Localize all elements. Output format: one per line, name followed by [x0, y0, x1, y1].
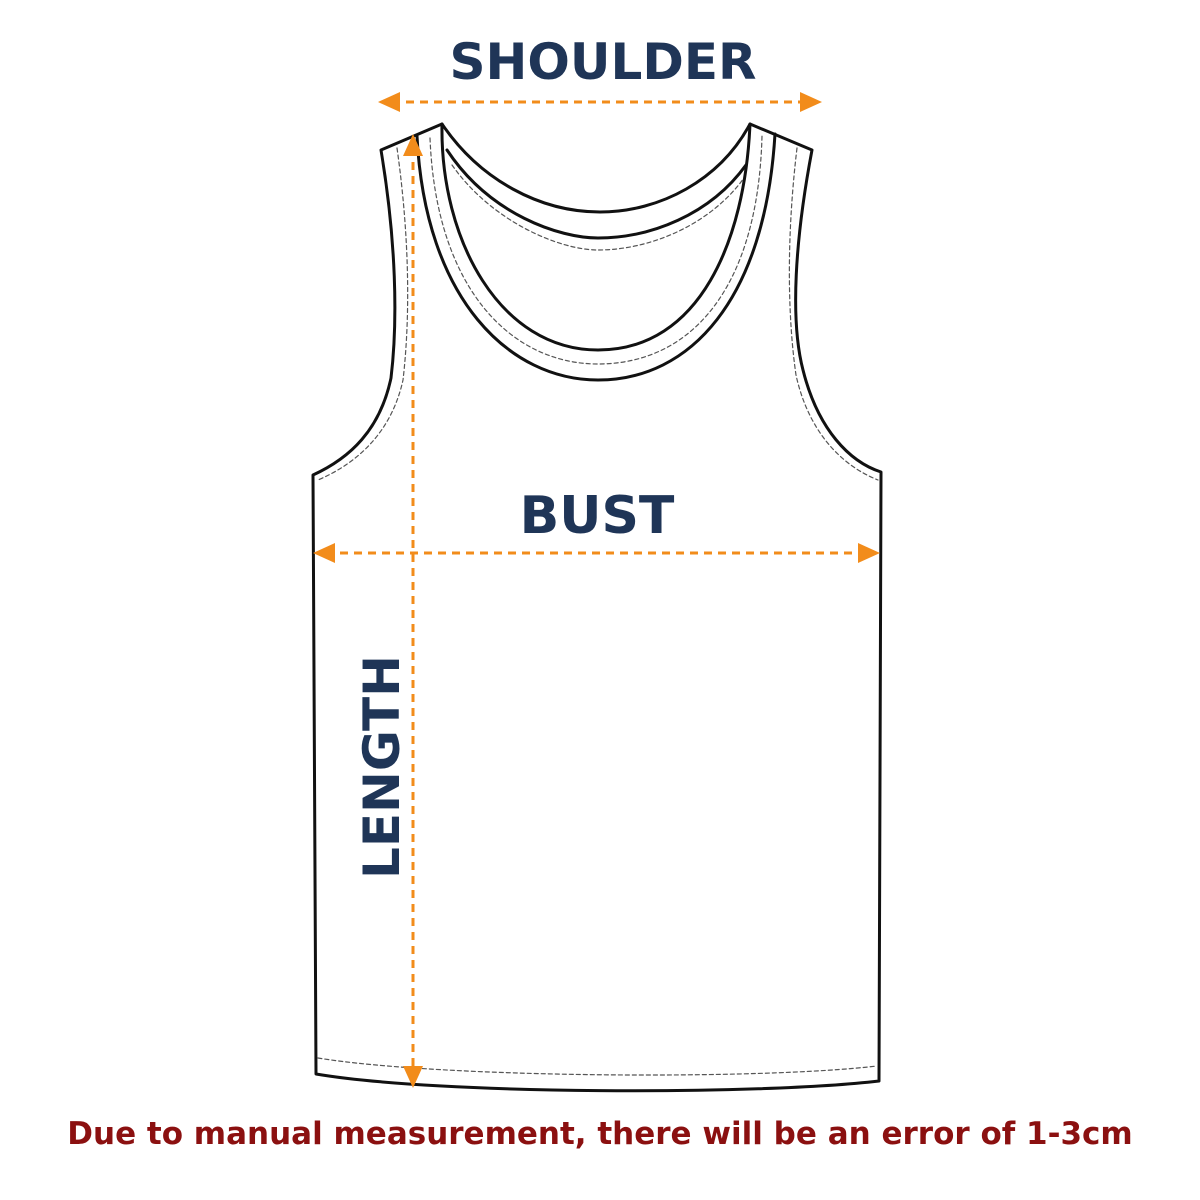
tank-top-garment — [311, 122, 883, 1093]
garment-body-outline — [311, 122, 883, 1093]
shoulder-label: SHOULDER — [450, 33, 757, 91]
stitch-lines — [317, 135, 879, 1076]
shoulder-arrowhead-left — [378, 92, 400, 112]
length-measure-arrow — [403, 134, 423, 1088]
bust-label: BUST — [520, 486, 675, 546]
bust-measure-arrow — [313, 543, 880, 563]
measurement-error-note: Due to manual measurement, there will be… — [67, 1116, 1133, 1152]
bust-arrowhead-left — [313, 543, 335, 563]
length-arrowhead-top — [403, 134, 423, 156]
shoulder-arrowhead-right — [800, 92, 822, 112]
length-label: LENGTH — [353, 655, 411, 879]
neckline-band-inner — [440, 122, 752, 352]
neck-lining — [445, 148, 748, 240]
shoulder-measure-arrow — [378, 92, 822, 112]
bust-arrowhead-right — [858, 543, 880, 563]
neckline-band-outer — [415, 132, 777, 382]
length-arrowhead-bottom — [403, 1066, 423, 1088]
